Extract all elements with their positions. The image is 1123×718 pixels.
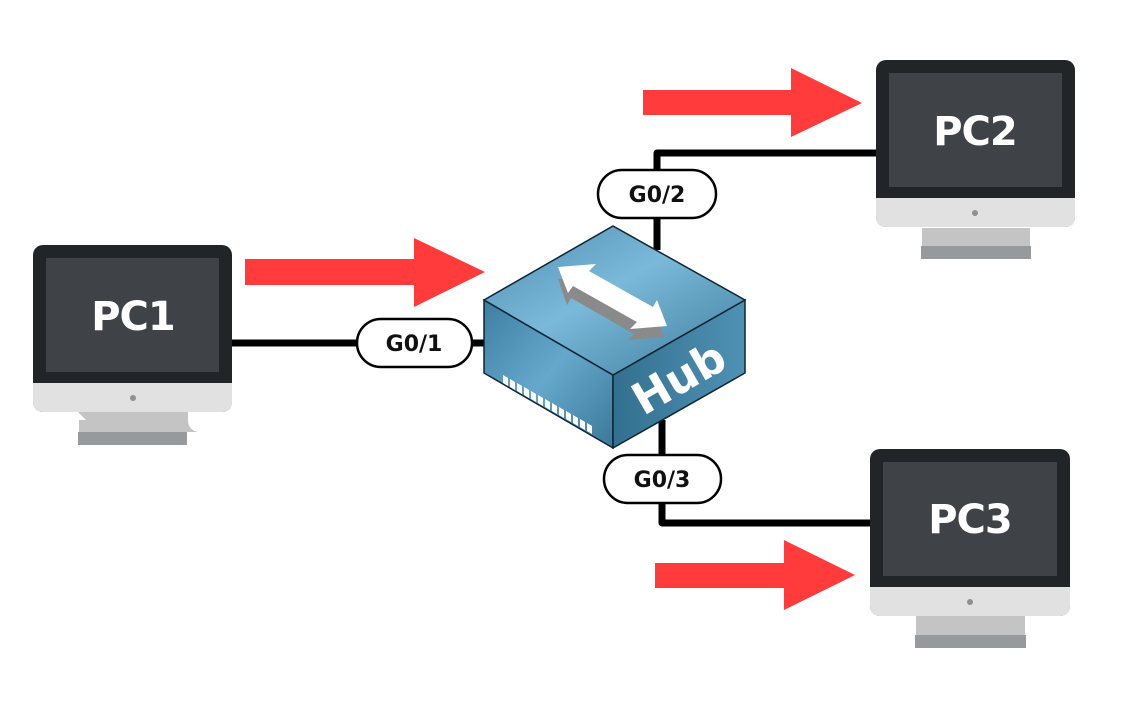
hub-port-leds — [503, 375, 592, 434]
pc2[interactable]: PC2 — [876, 60, 1075, 259]
hub[interactable]: Hub — [482, 225, 747, 450]
port-g02-label: G0/2 — [629, 183, 686, 208]
monitor-icon — [876, 60, 1075, 259]
port-g01-label: G0/1 — [386, 332, 443, 357]
pc2-label: PC2 — [933, 109, 1017, 155]
arrow-right-icon — [643, 68, 862, 137]
pc3-label: PC3 — [928, 497, 1012, 543]
port-g03[interactable]: G0/3 — [602, 453, 723, 505]
pc1[interactable]: PC1 — [33, 245, 232, 445]
bidirectional-arrow-icon — [558, 264, 667, 340]
port-g03-label: G0/3 — [634, 468, 691, 493]
port-g01[interactable]: G0/1 — [355, 317, 474, 369]
arrow-right-icon — [245, 238, 485, 307]
pc1-label: PC1 — [91, 294, 175, 340]
monitor-icon — [33, 245, 232, 445]
port-g02[interactable]: G0/2 — [596, 168, 718, 220]
monitor-icon — [870, 449, 1070, 648]
pc3[interactable]: PC3 — [870, 449, 1070, 648]
frame-arrows — [245, 68, 862, 610]
arrow-right-icon — [655, 540, 855, 610]
